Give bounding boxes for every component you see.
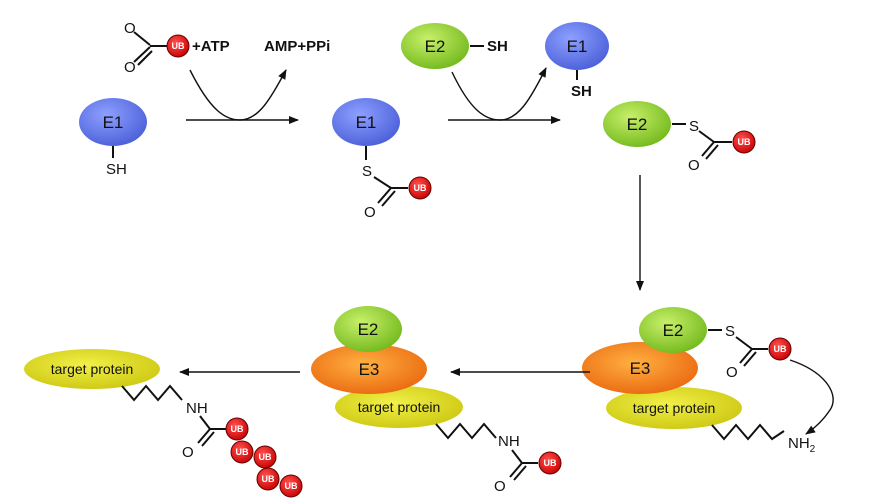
target-protein-label: target protein xyxy=(358,399,441,415)
e2-e3-target-complex: target protein E3 E2 S O UB NH2 xyxy=(582,307,834,455)
oxygen-label: O xyxy=(494,478,506,495)
e3-enzyme xyxy=(582,342,698,394)
e1-enzyme xyxy=(79,98,147,146)
ub-label: UB xyxy=(544,458,557,468)
bond-line xyxy=(698,130,715,143)
sulfur-label: S xyxy=(689,118,699,135)
bond-line xyxy=(137,50,153,66)
attack-curve-arrow xyxy=(789,359,834,435)
oxygen-label: O xyxy=(364,204,376,221)
target-protein xyxy=(335,386,463,428)
e1-enzyme xyxy=(332,98,400,146)
e1-thioester-group: E1 S O UB xyxy=(332,98,432,221)
ub-label: UB xyxy=(236,447,249,457)
e2-enzyme xyxy=(334,306,402,352)
e3-enzyme xyxy=(311,344,427,394)
bond-line xyxy=(509,462,523,478)
nh-label: NH xyxy=(498,433,520,450)
monoubiquitinated-complex: target protein E3 E2 NH O UB xyxy=(311,306,562,495)
ub-label: UB xyxy=(172,41,185,51)
amp-ppi-label: AMP+PPi xyxy=(264,38,330,55)
target-protein xyxy=(606,387,742,429)
ub-label: UB xyxy=(231,424,244,434)
target-protein-label: target protein xyxy=(51,361,134,377)
e1-label: E1 xyxy=(567,37,588,56)
bond-line xyxy=(705,144,719,160)
lysine-chain xyxy=(121,384,183,402)
bond-line xyxy=(513,465,527,481)
bond-line xyxy=(511,449,523,464)
e2-enzyme xyxy=(639,307,707,353)
reaction-curve-arrow xyxy=(451,67,547,121)
e2-enzyme xyxy=(603,101,671,147)
sh-label: SH xyxy=(487,38,508,55)
e2-label: E2 xyxy=(627,115,648,134)
ubiquitin-ball xyxy=(279,474,303,498)
e1-sh-group: E1 SH xyxy=(79,98,147,178)
polyubiquitinated-target: target protein NH O UB UB UB UB UB xyxy=(24,349,303,498)
oxygen-label: O xyxy=(726,364,738,381)
ubiquitin-ball xyxy=(225,417,249,441)
ubiquitin-ball xyxy=(256,467,280,491)
lysine-chain xyxy=(711,423,785,441)
ub-label: UB xyxy=(414,183,427,193)
e1-label: E1 xyxy=(356,113,377,132)
bond-line xyxy=(197,428,211,444)
sh-label: SH xyxy=(106,161,127,178)
e3-label: E3 xyxy=(359,360,380,379)
e3-label: E3 xyxy=(630,359,651,378)
e1-enzyme xyxy=(545,22,609,70)
ubiquitin-ball xyxy=(408,176,432,200)
sulfur-label: S xyxy=(725,323,735,340)
ubiquitin-ball xyxy=(768,337,792,361)
e2-label: E2 xyxy=(425,37,446,56)
e2-sh-reactant: E2 SH xyxy=(401,23,508,69)
e2-label: E2 xyxy=(358,320,379,339)
bond-line xyxy=(373,176,392,189)
oxygen-label: O xyxy=(124,20,136,37)
bond-line xyxy=(701,141,715,157)
ub-label: UB xyxy=(738,137,751,147)
oxygen-label: O xyxy=(688,157,700,174)
e1-label: E1 xyxy=(103,113,124,132)
bond-line xyxy=(199,415,211,430)
target-protein xyxy=(24,349,160,389)
ubiquitin-ball xyxy=(732,130,756,154)
reaction-curve-arrow xyxy=(189,69,287,121)
bond-line xyxy=(133,46,151,63)
ub-carboxyl-start: O O UB xyxy=(124,20,190,76)
ubiquitin-ball xyxy=(538,451,562,475)
ubiquitin-ball xyxy=(166,34,190,58)
e2-label: E2 xyxy=(663,321,684,340)
bond-line xyxy=(377,187,392,204)
ub-label: UB xyxy=(774,344,787,354)
nh-label: NH xyxy=(186,400,208,417)
bond-line xyxy=(201,431,215,447)
e1-sh-released: E1 SH xyxy=(545,22,609,100)
bond-line xyxy=(743,351,757,367)
oxygen-label: O xyxy=(124,59,136,76)
e2-enzyme xyxy=(401,23,469,69)
ub-label: UB xyxy=(285,481,298,491)
e2-thioester-group: E2 S O UB xyxy=(603,101,756,174)
target-protein-label: target protein xyxy=(633,400,716,416)
bond-line xyxy=(739,348,753,364)
bond-line xyxy=(381,190,396,207)
atp-label: +ATP xyxy=(192,38,230,55)
oxygen-label: O xyxy=(182,444,194,461)
ub-label: UB xyxy=(262,474,275,484)
sh-label: SH xyxy=(571,83,592,100)
sulfur-label: S xyxy=(362,163,372,180)
bond-line xyxy=(133,31,151,46)
amine-label: NH2 xyxy=(788,435,816,455)
ub-label: UB xyxy=(259,452,272,462)
lysine-chain xyxy=(435,422,497,440)
ubiquitin-ball xyxy=(230,440,254,464)
bond-line xyxy=(735,336,753,350)
